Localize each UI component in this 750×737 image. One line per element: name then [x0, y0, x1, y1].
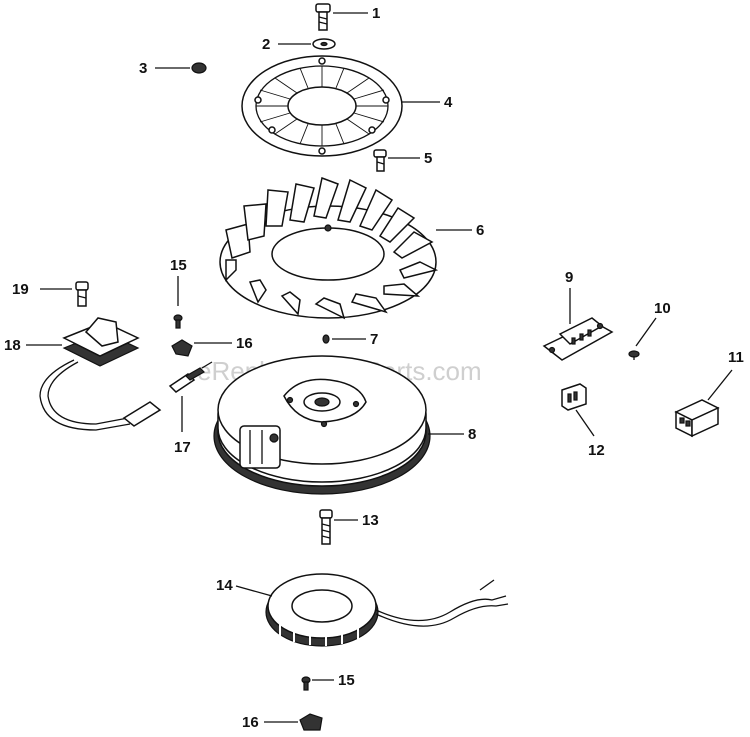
part-18-ignition-module[interactable]: [39, 317, 162, 431]
callout-15-lower: 15: [338, 672, 355, 689]
callout-3: 3: [139, 60, 147, 77]
part-16-clip-upper[interactable]: [171, 339, 193, 357]
callout-13: 13: [362, 512, 379, 529]
leader-11: [707, 369, 733, 401]
callout-15-upper: 15: [170, 257, 187, 274]
part-5-bolt[interactable]: [373, 149, 387, 172]
callout-5: 5: [424, 150, 432, 167]
part-15-screw-lower[interactable]: [301, 676, 311, 691]
part-3-nut[interactable]: [191, 62, 207, 74]
part-14-stator[interactable]: [265, 573, 509, 647]
callout-6: 6: [476, 222, 484, 239]
callout-12: 12: [588, 442, 605, 459]
part-8-flywheel[interactable]: [213, 355, 431, 495]
leader-14: [235, 585, 273, 597]
part-4-plate[interactable]: [241, 55, 403, 157]
callout-4: 4: [444, 94, 453, 111]
part-16-clip-lower[interactable]: [299, 713, 323, 731]
part-11-connector[interactable]: [674, 399, 720, 438]
part-1-bolt[interactable]: [315, 3, 331, 31]
callout-18: 18: [4, 337, 21, 354]
callout-7: 7: [370, 331, 378, 348]
part-19-bolt[interactable]: [75, 281, 89, 307]
callout-16-upper: 16: [236, 335, 253, 352]
callout-11: 11: [728, 349, 744, 366]
callout-9: 9: [565, 269, 573, 286]
leader-12: [575, 409, 595, 437]
part-7-key[interactable]: [322, 334, 330, 344]
callout-19: 19: [12, 281, 29, 298]
leader-10: [635, 317, 657, 347]
part-6-fan[interactable]: [219, 176, 439, 320]
part-2-washer[interactable]: [312, 38, 336, 50]
callout-10: 10: [654, 300, 671, 317]
callout-8: 8: [468, 426, 476, 443]
part-17-spark-plug[interactable]: [168, 361, 213, 393]
part-10-screw[interactable]: [628, 350, 640, 360]
part-15-screw-upper[interactable]: [173, 314, 183, 329]
callout-17: 17: [174, 439, 191, 456]
callout-16-lower: 16: [242, 714, 259, 731]
part-9-rectifier[interactable]: [542, 317, 614, 361]
callout-1: 1: [372, 5, 380, 22]
callout-2: 2: [262, 36, 270, 53]
part-12-plug[interactable]: [561, 383, 587, 411]
part-13-bolt[interactable]: [319, 509, 333, 545]
callout-14: 14: [216, 577, 233, 594]
